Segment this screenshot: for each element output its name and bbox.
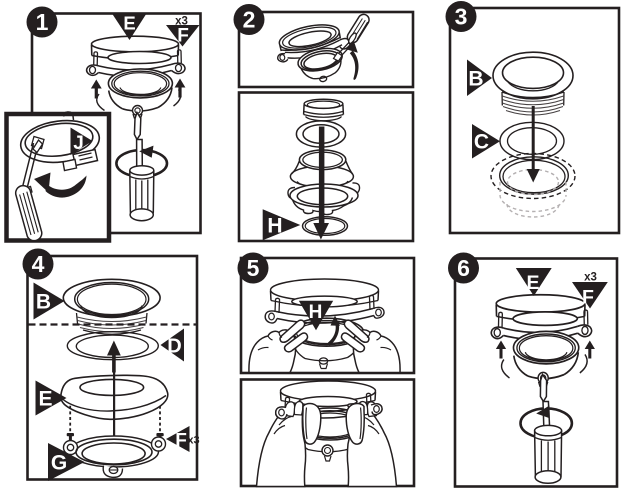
svg-text:H: H	[267, 215, 282, 238]
svg-text:2: 2	[243, 7, 256, 33]
svg-text:B: B	[468, 68, 483, 91]
svg-text:G: G	[51, 452, 67, 475]
svg-text:E: E	[123, 13, 135, 34]
svg-text:4: 4	[32, 251, 45, 277]
svg-text:D: D	[167, 336, 181, 358]
svg-text:C: C	[474, 131, 489, 154]
svg-text:B: B	[36, 291, 51, 314]
svg-text:6: 6	[457, 255, 470, 281]
svg-text:5: 5	[247, 255, 260, 281]
svg-text:x3: x3	[187, 435, 199, 447]
svg-text:1: 1	[36, 9, 49, 35]
svg-text:J: J	[73, 133, 84, 154]
svg-text:E: E	[526, 272, 539, 294]
svg-text:F: F	[175, 431, 187, 452]
svg-text:E: E	[38, 388, 52, 411]
svg-text:F: F	[582, 287, 594, 309]
svg-text:3: 3	[455, 4, 468, 30]
svg-text:x3: x3	[584, 272, 597, 284]
svg-text:x3: x3	[175, 16, 188, 28]
svg-text:F: F	[177, 26, 189, 47]
svg-text:H: H	[309, 302, 323, 323]
